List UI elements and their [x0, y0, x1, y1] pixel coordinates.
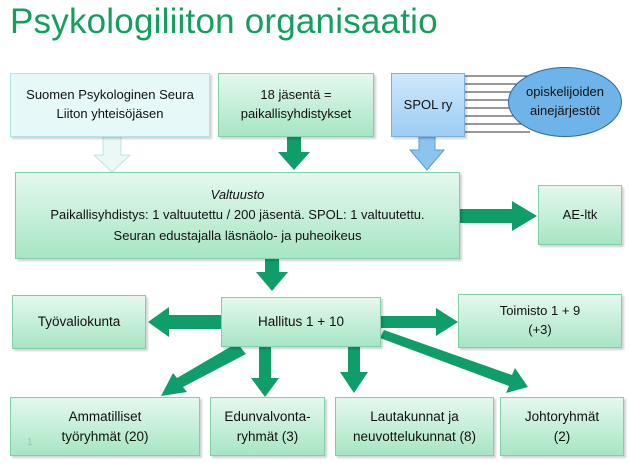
spol-box: SPOL ry — [391, 73, 465, 137]
lautakunnat-line1: Lautakunnat ja — [370, 408, 459, 424]
jasenta-line2: paikallisyhdistykset — [240, 106, 352, 121]
opiskelijoiden-ainejarjestot-ellipse: opiskelijoiden ainejärjestöt — [508, 67, 622, 137]
suomen-psykologinen-seura-box: Suomen Psykologinen Seura Liiton yhteisö… — [10, 73, 210, 137]
hallitus-to-ammatilliset-arrow — [161, 343, 246, 396]
johtoryhmat-box: Johtoryhmät (2) — [500, 397, 624, 456]
ammatilliset-line2: työryhmät (20) — [61, 428, 149, 444]
valtuusto-to-hallitus-arrow — [256, 259, 288, 291]
ammatilliset-line1: Ammatilliset — [68, 408, 142, 424]
lautakunnat-box: Lautakunnat ja neuvottelukunnat (8) — [335, 397, 494, 456]
opiskelijoiden-line2: ainejärjestöt — [529, 103, 601, 118]
toimisto-box: Toimisto 1 + 9 (+3) — [458, 294, 622, 348]
hallitus-to-lautakunnat-arrow — [340, 346, 368, 393]
page-title: Psykologiliiton organisaatio — [10, 2, 438, 41]
seura-line1: Suomen Psykologinen Seura — [26, 87, 194, 103]
tyovaliokunta-label: Työvaliokunta — [37, 314, 121, 330]
toimisto-line2: (+3) — [528, 322, 552, 337]
edunvalvontaryhmat-box: Edunvalvonta- ryhmät (3) — [210, 397, 325, 456]
seura-line2: Liiton yhteisöjäsen — [56, 106, 164, 121]
ae-ltk-box: AE-ltk — [538, 185, 622, 245]
hallitus-to-toimisto-arrow — [381, 308, 458, 336]
hallitus-box: Hallitus 1 + 10 — [221, 297, 381, 347]
jasenta-box: 18 jäsentä = paikallisyhdistykset — [218, 73, 374, 137]
lautakunnat-line2: neuvottelukunnat (8) — [352, 428, 477, 444]
hallitus-to-johtoryhmat-arrow — [380, 330, 528, 393]
spol-label: SPOL ry — [403, 96, 453, 112]
jasenta-to-valtuusto-arrow — [278, 137, 310, 170]
johtoryhmat-line1: Johtoryhmät — [524, 408, 600, 424]
opiskelijoiden-line1: opiskelijoiden — [525, 84, 605, 100]
hallitus-to-edunvalvonta-arrow — [251, 346, 279, 397]
spol-connector-lines — [465, 75, 530, 133]
edunvalvonta-line1: Edunvalvonta- — [224, 408, 311, 424]
jasenta-line1: 18 jäsentä = — [260, 87, 332, 103]
hallitus-label: Hallitus 1 + 10 — [258, 314, 344, 330]
valtuusto-to-ae-arrow — [460, 201, 537, 231]
page-number: 1 — [27, 437, 33, 448]
valtuusto-line2: Paikallisyhdistys: 1 valtuutettu / 200 j… — [50, 207, 425, 223]
hallitus-to-tyovaliokunta-arrow — [148, 307, 221, 337]
spol-to-valtuusto-arrow — [408, 136, 446, 171]
johtoryhmat-line2: (2) — [553, 428, 571, 444]
ammatilliset-tyoryhmat-box: Ammatilliset työryhmät (20) — [10, 397, 200, 456]
edunvalvonta-line2: ryhmät (3) — [236, 428, 299, 444]
valtuusto-line3: Seuran edustajalla läsnäolo- ja puheoike… — [113, 227, 362, 243]
toimisto-line1: Toimisto 1 + 9 — [499, 303, 581, 319]
ae-ltk-label: AE-ltk — [562, 206, 598, 222]
valtuusto-title: Valtuusto — [210, 187, 265, 203]
tyovaliokunta-box: Työvaliokunta — [12, 295, 146, 349]
seura-to-valtuusto-arrow — [92, 136, 132, 173]
valtuusto-box: Valtuusto Paikallisyhdistys: 1 valtuutet… — [15, 172, 460, 259]
